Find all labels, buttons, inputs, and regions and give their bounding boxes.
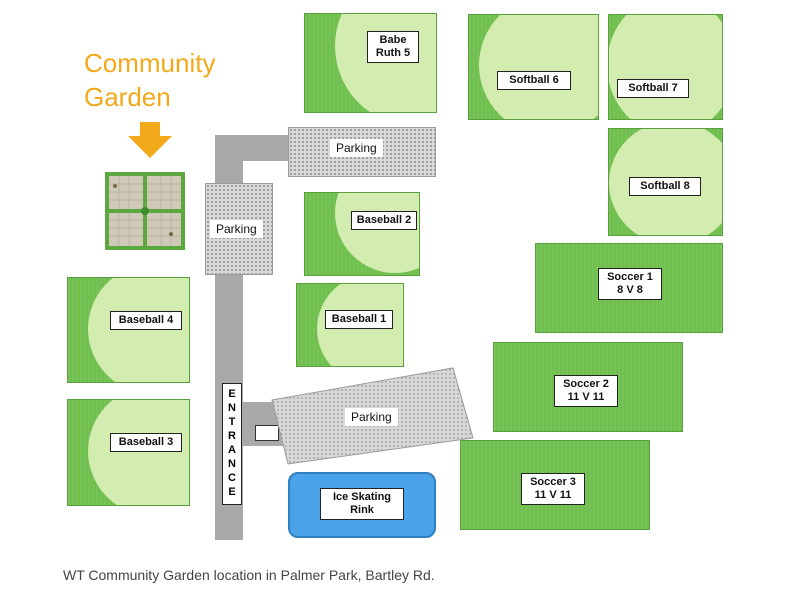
field-softball-8[interactable]: Softball 8: [608, 128, 723, 236]
rink-line1: Ice Skating: [332, 491, 392, 503]
parking-top-label: Parking: [330, 139, 383, 157]
babe-ruth-line1: Babe: [379, 34, 407, 46]
parking-left-label: Parking: [210, 220, 263, 238]
entrance-sign: ENTRANCE: [222, 383, 242, 505]
softball7-label: Softball 7: [617, 79, 689, 98]
field-soccer-1[interactable]: Soccer 1 8 V 8: [535, 243, 723, 333]
field-baseball-4[interactable]: Baseball 4: [67, 277, 190, 383]
field-baseball-2[interactable]: Baseball 2: [304, 192, 420, 276]
baseball2-label: Baseball 2: [351, 211, 417, 230]
garden-title-line2: Garden: [84, 82, 171, 112]
babe-ruth-line2: Ruth 5: [375, 47, 411, 59]
road-box: [255, 425, 279, 441]
baseball3-label: Baseball 3: [110, 433, 182, 452]
softball6-label: Softball 6: [497, 71, 571, 90]
field-softball-6[interactable]: Softball 6: [468, 14, 599, 120]
field-baseball-3[interactable]: Baseball 3: [67, 399, 190, 506]
ice-skating-rink[interactable]: Ice Skating Rink: [288, 472, 436, 538]
softball8-label: Softball 8: [629, 177, 701, 196]
soccer1-line2: 8 V 8: [617, 284, 643, 296]
baseball4-label: Baseball 4: [110, 311, 182, 330]
soccer3-line2: 11 V 11: [534, 489, 572, 501]
field-soccer-3[interactable]: Soccer 3 11 V 11: [460, 440, 650, 530]
soccer3-line1: Soccer 3: [530, 476, 576, 488]
map-caption: WT Community Garden location in Palmer P…: [63, 567, 435, 583]
soccer1-line1: Soccer 1: [607, 271, 653, 283]
arrow-down-icon: [128, 122, 172, 158]
field-soccer-2[interactable]: Soccer 2 11 V 11: [493, 342, 683, 432]
soccer2-line1: Soccer 2: [563, 378, 609, 390]
rink-line2: Rink: [350, 504, 374, 516]
community-garden-title: Community Garden: [84, 46, 215, 114]
entrance-label: ENTRANCE: [228, 388, 236, 498]
garden-plot: [105, 172, 185, 250]
soccer2-line2: 11 V 11: [567, 391, 605, 403]
parking-lower-label: Parking: [345, 408, 398, 426]
field-babe-ruth-5[interactable]: Babe Ruth 5: [304, 13, 437, 113]
baseball1-label: Baseball 1: [325, 310, 393, 329]
upper-road-connector: [215, 135, 295, 161]
field-baseball-1[interactable]: Baseball 1: [296, 283, 404, 367]
field-softball-7[interactable]: Softball 7: [608, 14, 723, 120]
garden-title-line1: Community: [84, 48, 216, 78]
